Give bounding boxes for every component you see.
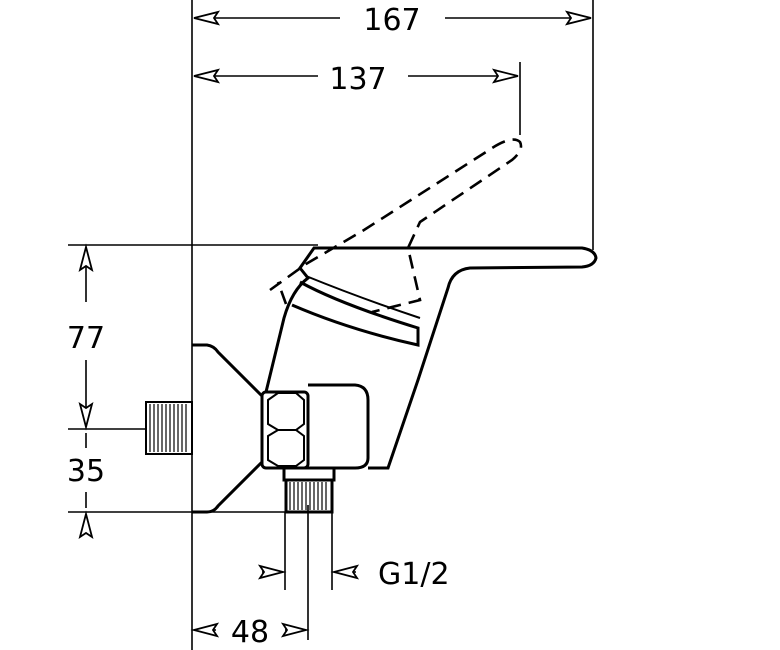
extension-lines [68,0,594,650]
dimension-g12-label: G1/2 [378,557,450,592]
dimension-48-label: 48 [231,615,269,650]
lever-raised-inner [276,281,288,305]
dimension-overall-length: 167 [193,3,592,38]
cartridge-housing [308,383,370,470]
dimension-wall-to-outlet: 48 [190,615,310,650]
dimension-lever-reach: 137 [193,62,519,97]
wall-rosette [192,343,264,514]
dimension-outlet-thread: G1/2 [257,557,450,592]
union-nut [260,390,310,470]
dimension-77-label: 77 [67,321,105,356]
dimension-167-label: 167 [363,3,420,38]
lever-ring [291,280,420,347]
inlet-nipple [145,401,193,455]
dimension-heights: 77 35 [67,243,105,540]
dimension-35-label: 35 [67,454,105,489]
main-body [264,246,598,470]
lever-raised-outline [269,138,523,314]
outlet-spout [282,466,336,514]
faucet-body [145,246,598,514]
dimension-137-label: 137 [329,62,386,97]
